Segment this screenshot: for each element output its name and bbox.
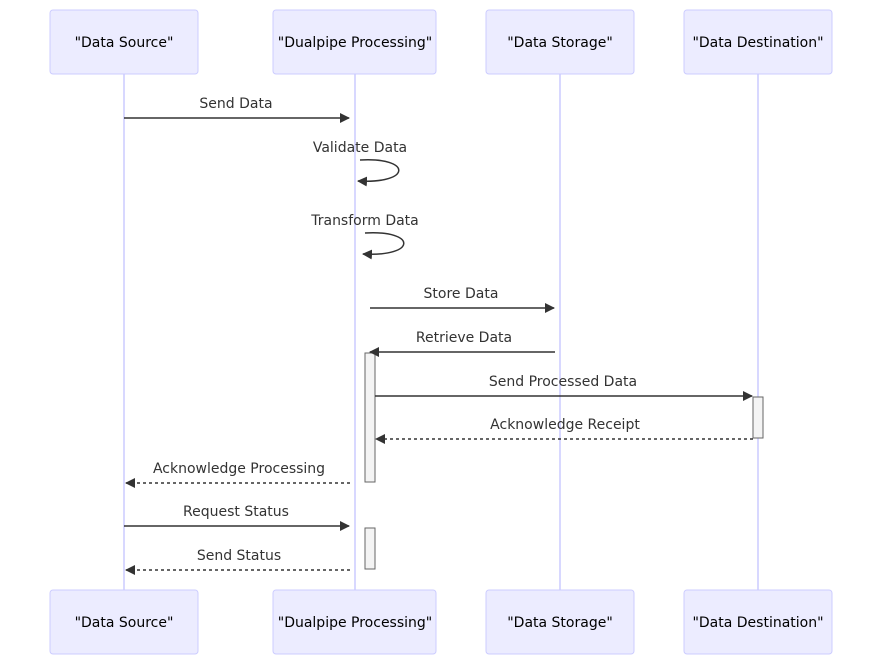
message-label-send-processed-data: Send Processed Data: [489, 374, 637, 390]
actor-top-dualpipe-processing: "Dualpipe Processing": [272, 9, 437, 75]
actor-bottom-data-storage: "Data Storage": [485, 589, 635, 655]
message-arrow-transform-data: [362, 232, 405, 260]
actor-label: "Data Source": [75, 615, 174, 631]
actor-label: "Data Source": [75, 35, 174, 51]
actor-label: "Data Storage": [507, 615, 613, 631]
actor-top-data-destination: "Data Destination": [683, 9, 833, 75]
actor-label: "Data Destination": [692, 615, 823, 631]
message-label-retrieve-data: Retrieve Data: [416, 330, 512, 346]
message-label-send-status: Send Status: [197, 548, 281, 564]
message-label-acknowledge-processing: Acknowledge Processing: [153, 461, 325, 477]
message-label-validate-data: Validate Data: [313, 140, 407, 156]
actor-label: "Dualpipe Processing": [278, 615, 433, 631]
activation-destination: [752, 396, 764, 439]
actor-label: "Dualpipe Processing": [278, 35, 433, 51]
activation-dualpipe-1: [364, 352, 376, 483]
message-label-request-status: Request Status: [183, 504, 289, 520]
actor-label: "Data Destination": [692, 35, 823, 51]
actor-bottom-data-source: "Data Source": [49, 589, 199, 655]
actor-bottom-data-destination: "Data Destination": [683, 589, 833, 655]
actor-label: "Data Storage": [507, 35, 613, 51]
message-label-send-data: Send Data: [199, 96, 272, 112]
message-label-acknowledge-receipt: Acknowledge Receipt: [490, 417, 640, 433]
message-label-transform-data: Transform Data: [310, 213, 419, 229]
activation-dualpipe-2: [364, 527, 376, 570]
message-label-store-data: Store Data: [424, 286, 499, 302]
message-arrow-validate-data: [357, 159, 400, 187]
actor-bottom-dualpipe-processing: "Dualpipe Processing": [272, 589, 437, 655]
actor-top-data-storage: "Data Storage": [485, 9, 635, 75]
actor-top-data-source: "Data Source": [49, 9, 199, 75]
